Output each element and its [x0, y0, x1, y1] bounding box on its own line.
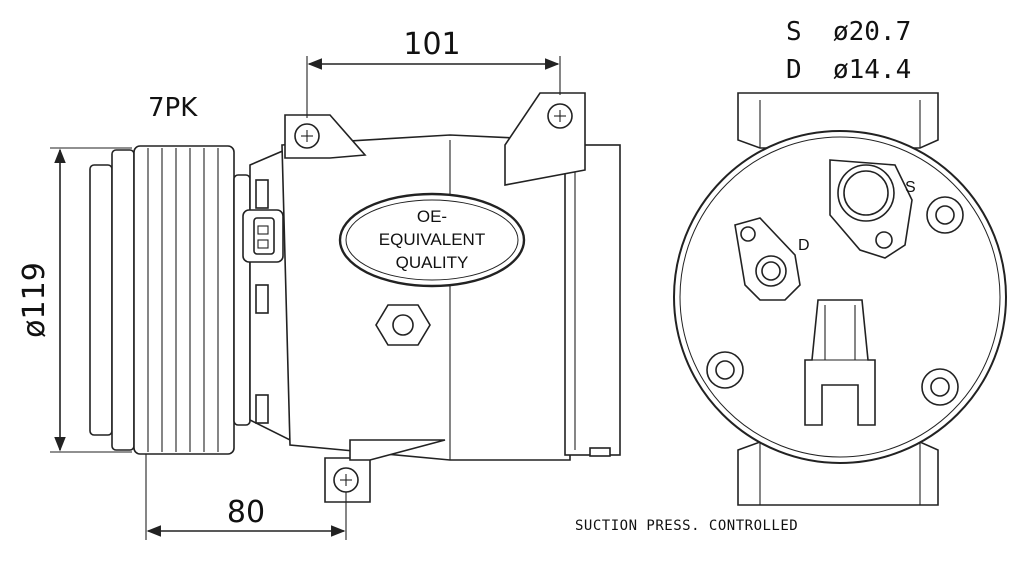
badge-line-2: EQUIVALENT — [379, 230, 485, 249]
rear-housing — [564, 144, 621, 456]
oe-quality-badge — [338, 192, 526, 288]
clutch-plate — [89, 164, 113, 436]
compressor-body — [281, 134, 571, 461]
mount-ear-bottom — [324, 439, 446, 503]
discharge-port: D — [734, 217, 810, 301]
rear-bolt-bottom-left — [706, 351, 744, 389]
pressure-valve-nut — [375, 304, 431, 346]
clutch-connector — [242, 209, 284, 263]
rear-view: S D — [673, 92, 1007, 506]
pulley — [133, 145, 235, 455]
dimension-80: 80 — [145, 454, 347, 540]
badge-line-1: OE- — [417, 207, 447, 226]
badge-line-3: QUALITY — [396, 253, 469, 272]
discharge-spec: D ø14.4 — [786, 55, 911, 85]
rear-bolt-bottom-right — [921, 368, 959, 406]
dimension-119: ø119 — [17, 147, 132, 453]
mount-ear-top-left — [284, 114, 367, 159]
suction-port: S — [829, 159, 916, 259]
suction-note: SUCTION PRESS. CONTROLLED — [575, 518, 798, 534]
discharge-marker: D — [798, 237, 810, 254]
dimension-101: 101 — [306, 27, 561, 118]
dimension-101-label: 101 — [403, 27, 460, 62]
rear-bolt-top-right — [926, 196, 964, 234]
suction-marker: S — [905, 179, 916, 196]
suction-spec: S ø20.7 — [786, 17, 911, 47]
side-view: OE- EQUIVALENT QUALITY — [89, 92, 621, 503]
dimension-119-label: ø119 — [17, 262, 52, 338]
mount-ear-top-right — [504, 92, 586, 186]
pulley-grooves-label: 7PK — [148, 93, 198, 123]
dimension-80-label: 80 — [227, 495, 265, 530]
control-valve — [804, 299, 876, 426]
clutch-hub — [111, 149, 135, 451]
